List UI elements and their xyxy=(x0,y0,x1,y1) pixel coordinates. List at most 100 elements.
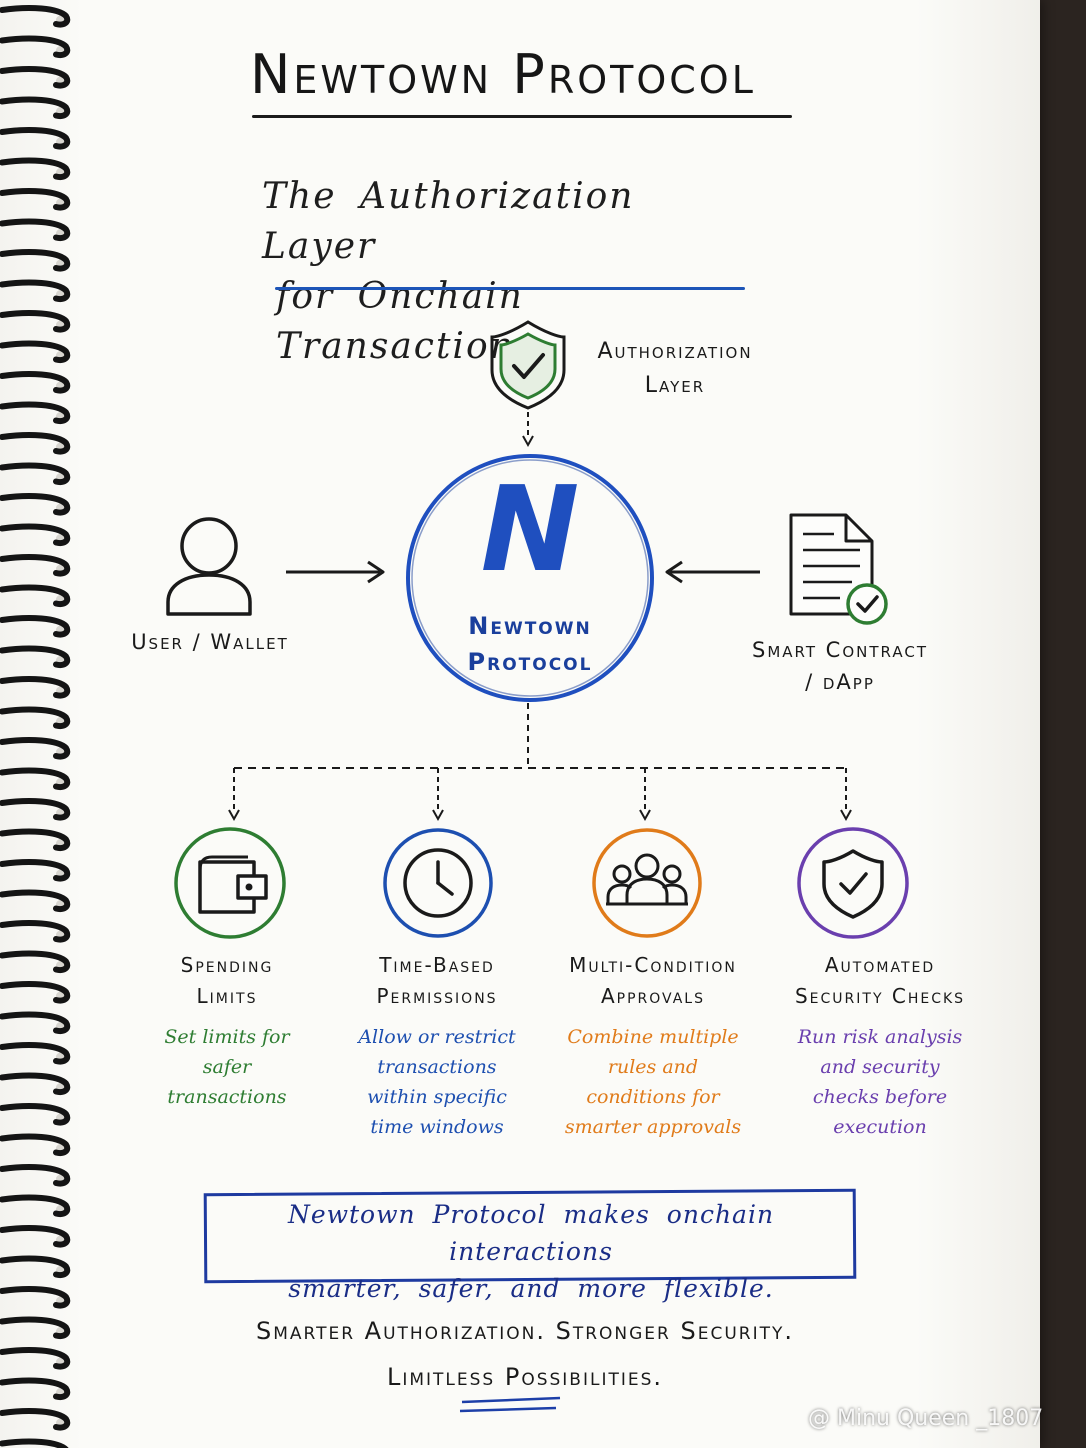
feature-description-line: safer xyxy=(202,1056,252,1078)
page-title: Newtown Protocol xyxy=(250,43,756,106)
feature-title-line-2: Permissions xyxy=(376,984,498,1008)
tagline-line-1: Smarter Authorization. Stronger Security… xyxy=(255,1317,794,1345)
binding-coil xyxy=(0,462,71,485)
binding-coil xyxy=(0,218,71,241)
newtown-logo-letter: N xyxy=(480,460,580,598)
feature-title: Spending Limits xyxy=(122,950,332,1012)
binding-coil xyxy=(0,66,71,89)
contract-label-line-1: Smart Contract xyxy=(751,638,928,662)
feature-title-line-1: Automated xyxy=(824,953,936,977)
binding-coil xyxy=(0,889,71,912)
hub-label-line-2: Protocol xyxy=(467,648,593,676)
security-checks-badge xyxy=(797,827,909,939)
binding-coil xyxy=(0,584,71,607)
feature-description: Set limits for safer transactions xyxy=(122,1022,332,1112)
feature-description-line: rules and xyxy=(607,1056,699,1078)
feature-title-line-2: Approvals xyxy=(600,984,705,1008)
feature-title-line-1: Spending xyxy=(180,953,274,977)
feature-title: Automated Security Checks xyxy=(775,950,985,1012)
feature-description-line: Run risk analysis xyxy=(797,1026,963,1048)
binding-coil xyxy=(0,1408,71,1431)
binding-coil xyxy=(0,279,71,302)
feature-title: Time-Based Permissions xyxy=(332,950,542,1012)
hub-circle xyxy=(406,454,654,702)
binding-coil xyxy=(0,340,71,363)
binding-coil xyxy=(0,310,71,333)
document-check-icon xyxy=(789,513,888,625)
contract-to-hub-arrow xyxy=(665,560,760,584)
binding-coil xyxy=(0,188,71,211)
binding-coil xyxy=(0,676,71,699)
feature-description-line: transactions xyxy=(377,1056,497,1078)
authorization-layer-label: Authorization Layer xyxy=(575,335,775,403)
binding-coil xyxy=(0,1377,71,1400)
feature-description-line: transactions xyxy=(167,1086,287,1108)
watermark-text: @ Minu Queen _1807 xyxy=(808,1406,1044,1431)
binding-coil xyxy=(0,1347,71,1370)
binding-coil xyxy=(0,798,71,821)
binding-coil xyxy=(0,981,71,1004)
binding-coil xyxy=(0,1072,71,1095)
tagline: Smarter Authorization. Stronger Security… xyxy=(180,1308,870,1400)
feature-title: Multi-Condition Approvals xyxy=(548,950,758,1012)
authorization-label-line-2: Layer xyxy=(644,373,706,398)
spending-limits-badge xyxy=(174,827,286,939)
binding-coil xyxy=(0,1438,69,1448)
binding-coil xyxy=(0,920,71,943)
feature-description: Run risk analysis and security checks be… xyxy=(775,1022,985,1142)
feature-description: Allow or restrict transactions within sp… xyxy=(332,1022,542,1142)
binding-coil xyxy=(0,767,71,790)
binding-coil xyxy=(0,1225,71,1248)
watermark: @ Minu Queen _1807 xyxy=(808,1406,1080,1431)
binding-coil xyxy=(0,1164,71,1187)
summary-text: Newtown Protocol makes onchain interacti… xyxy=(208,1196,854,1307)
smart-contract-label: Smart Contract / dApp xyxy=(745,634,935,698)
contract-label-line-2: / dApp xyxy=(805,670,875,694)
feature-connector-tree xyxy=(228,703,852,822)
binding-coil xyxy=(0,5,71,28)
spiral-binding xyxy=(0,5,71,1448)
time-permissions-badge xyxy=(383,828,493,938)
feature-description-line: within specific xyxy=(367,1086,507,1108)
binding-coil xyxy=(0,1133,71,1156)
binding-coil xyxy=(0,523,71,546)
user-icon xyxy=(166,517,252,616)
feature-title-line-2: Limits xyxy=(196,984,258,1008)
binding-coil xyxy=(0,1011,71,1034)
feature-time-based-permissions: Time-Based Permissions Allow or restrict… xyxy=(332,950,542,1142)
authorization-label-line-1: Authorization xyxy=(597,339,753,364)
user-wallet-label: User / Wallet xyxy=(131,630,289,654)
summary-line-1: Newtown Protocol makes onchain interacti… xyxy=(287,1200,775,1266)
binding-coil xyxy=(0,371,71,394)
feature-description-line: smarter approvals xyxy=(564,1116,742,1138)
multi-approvals-badge xyxy=(592,828,702,938)
feature-description-line: Set limits for xyxy=(164,1026,290,1048)
tagline-line-2: Limitless Possibilities. xyxy=(386,1363,664,1391)
feature-title-line-1: Multi-Condition xyxy=(569,953,737,977)
clock-icon xyxy=(403,848,473,918)
summary-line-2: smarter, safer, and more flexible. xyxy=(288,1274,774,1303)
feature-description-line: checks before xyxy=(812,1086,948,1108)
binding-coil xyxy=(0,493,71,516)
feature-description-line: conditions for xyxy=(586,1086,720,1108)
tagline-underline xyxy=(459,1396,561,1413)
binding-coil xyxy=(0,249,71,272)
binding-coil xyxy=(0,706,71,729)
binding-coil xyxy=(0,1194,71,1217)
binding-coil xyxy=(0,401,71,424)
binding-coil xyxy=(0,96,71,119)
title-underline xyxy=(252,115,792,118)
feature-multi-condition-approvals: Multi-Condition Approvals Combine multip… xyxy=(548,950,758,1142)
feature-description-line: Combine multiple xyxy=(567,1026,739,1048)
binding-coil xyxy=(0,859,71,882)
binding-coil xyxy=(0,35,71,58)
binding-coil xyxy=(0,1103,71,1126)
user-to-hub-arrow xyxy=(286,560,385,584)
binding-coil xyxy=(0,1255,71,1278)
shield-check-icon xyxy=(490,320,566,410)
binding-coil xyxy=(0,828,71,851)
binding-coil xyxy=(0,432,71,455)
binding-coil xyxy=(0,554,71,577)
binding-coil xyxy=(0,737,71,760)
